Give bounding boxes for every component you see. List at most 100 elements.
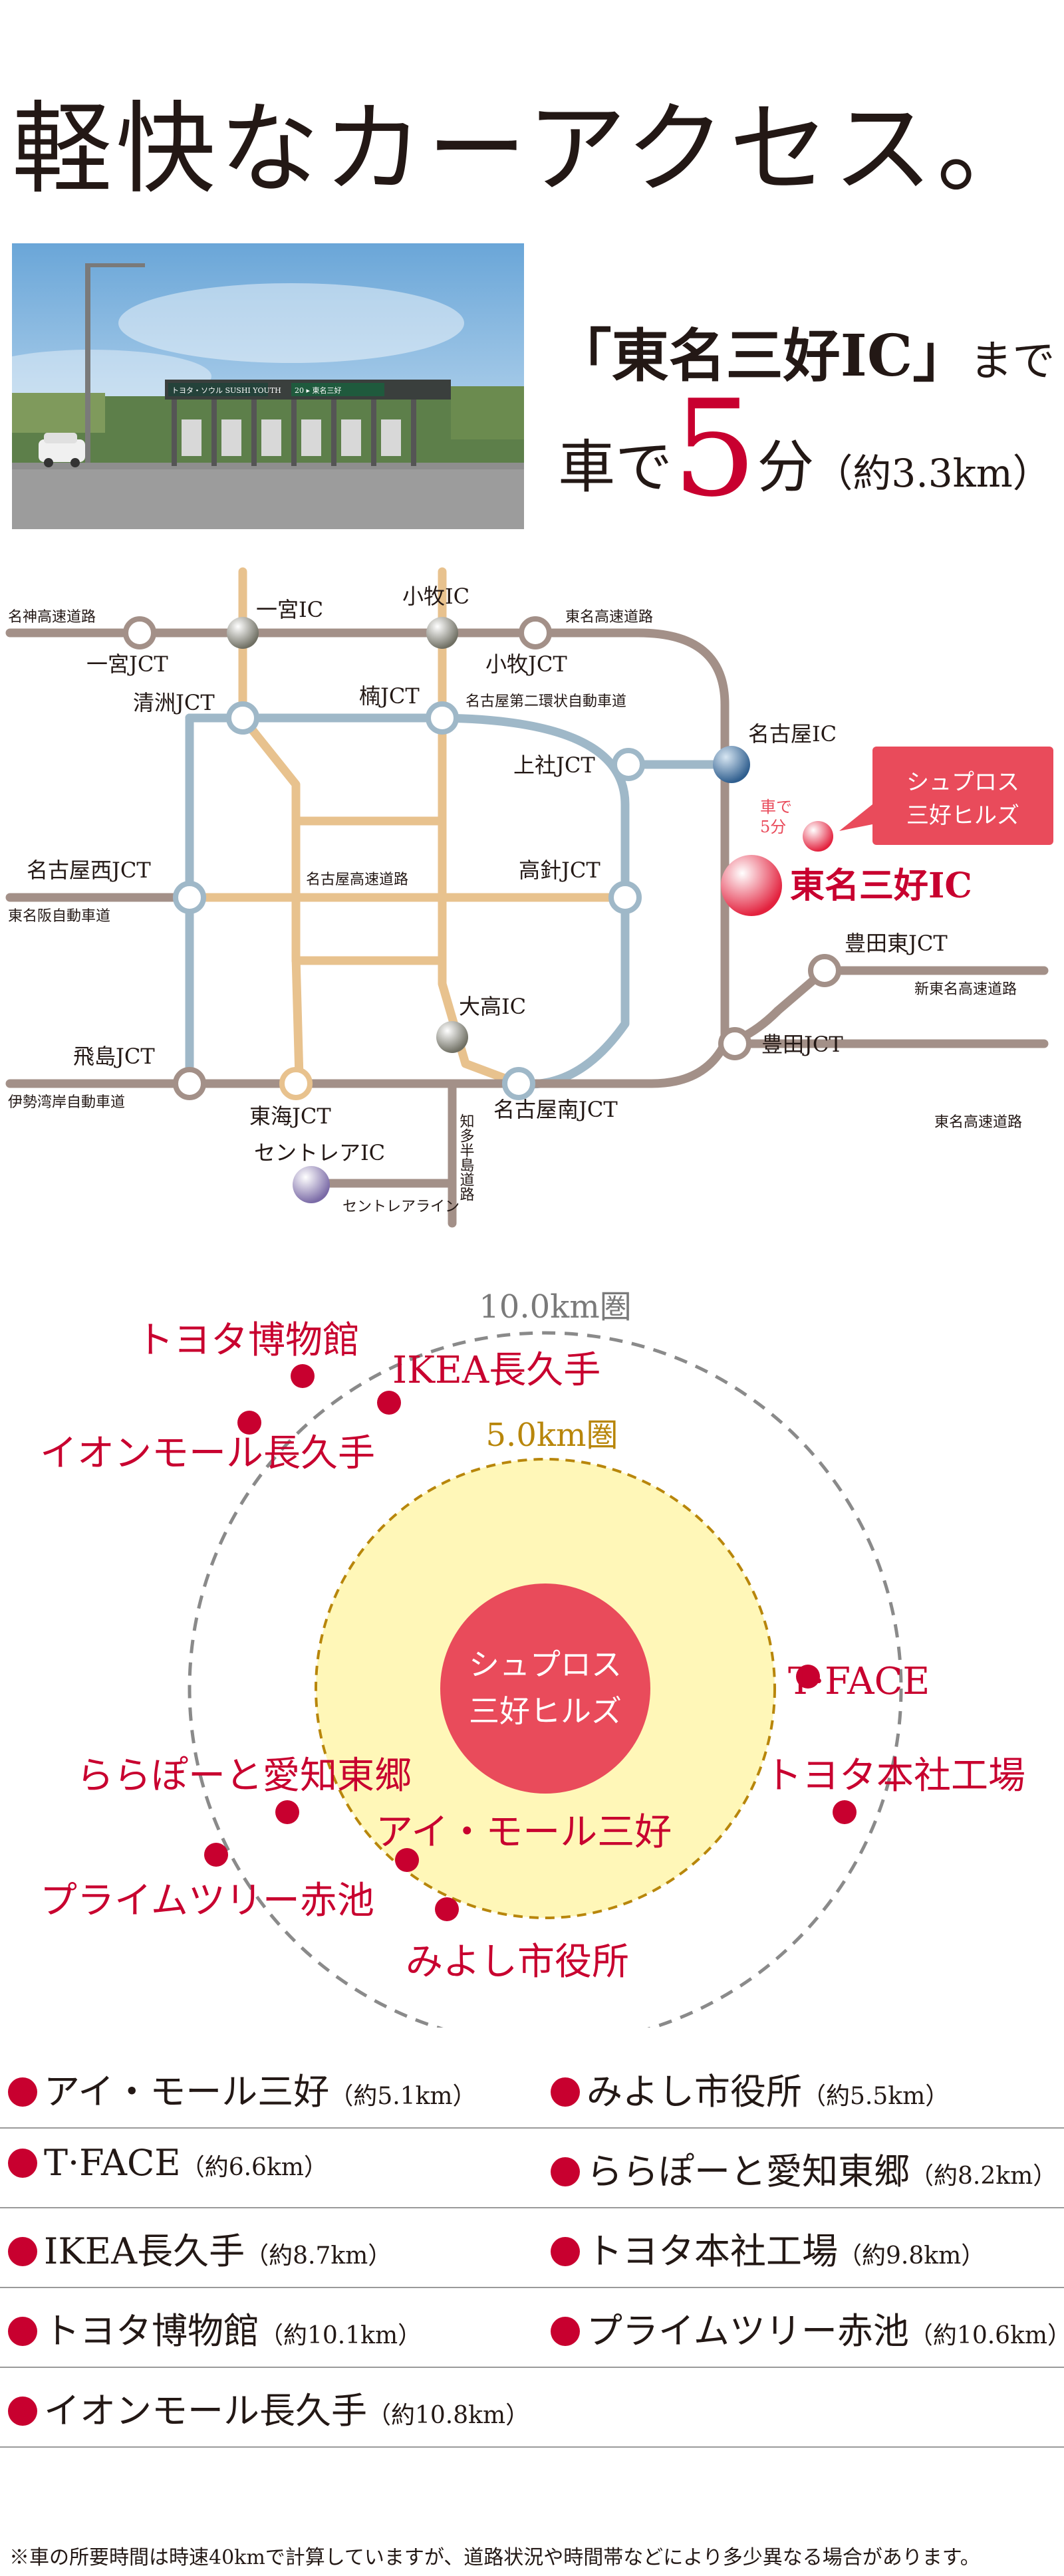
bullet-icon	[8, 2237, 37, 2266]
spot-imall	[395, 1848, 419, 1872]
label-tface: T·FACE	[788, 1660, 930, 1703]
bullet-icon	[8, 2077, 37, 2107]
facility-distance: （約10.6km）	[908, 2322, 1064, 2349]
facility-name: ららぽーと愛知東郷	[587, 2151, 910, 2192]
center-line-1: シュプロス	[469, 1647, 622, 1683]
list-row: アイ・モール三好（約5.1km） みよし市役所（約5.5km）	[0, 2048, 1064, 2129]
spot-toyota-museum	[291, 1364, 315, 1388]
label-centrair-ic: セントレアIC	[254, 1140, 385, 1165]
list-item: プライムツリー赤池（約10.6km）	[551, 2301, 1064, 2354]
nagoya-ic-icon	[713, 746, 750, 783]
facility-name: トヨタ博物館	[44, 2310, 259, 2352]
label-tomei-miyoshi-ic: 東名三好IC	[790, 866, 972, 906]
ic-access-info: 「東名三好IC」まで 車で5分（約3.3km）	[552, 309, 1057, 516]
label-tokai-jct: 東海JCT	[249, 1104, 331, 1129]
spot-prime-tree	[204, 1843, 228, 1867]
facility-name: イオンモール長久手	[44, 2390, 367, 2432]
label-five-min-small: 5分	[760, 818, 786, 836]
site-center	[440, 1583, 650, 1794]
facility-distance: （約6.6km）	[180, 2154, 328, 2181]
label-nagoya-west-jct: 名古屋西JCT	[27, 858, 151, 883]
label-meishin: 名神高速道路	[8, 609, 96, 626]
facility-name: プライムツリー赤池	[587, 2310, 909, 2352]
label-10km: 10.0km圏	[479, 1288, 631, 1326]
bullet-icon	[551, 2317, 580, 2346]
label-isewan: 伊勢湾岸自動車道	[8, 1094, 125, 1111]
facility-name: アイ・モール三好	[44, 2071, 330, 2113]
ic-made: まで	[970, 337, 1055, 386]
label-tomei-bottom: 東名高速道路	[934, 1114, 1022, 1131]
label-toyota-east-jct: 豊田東JCT	[845, 931, 948, 956]
label-komaki-jct: 小牧JCT	[485, 651, 567, 677]
list-item: トヨタ博物館（約10.1km）	[8, 2301, 422, 2354]
spot-lalaport	[275, 1800, 299, 1824]
label-tobishima-jct: 飛島JCT	[73, 1044, 155, 1069]
list-item: IKEA長久手（約8.7km）	[8, 2222, 392, 2274]
toll-gate-photo: トヨタ・ソウル SUSHI YOUTH 20 ▸ 東名三好	[12, 243, 524, 529]
tomei-miyoshi-ic-icon	[721, 855, 782, 916]
label-city-hall: みよし市役所	[406, 1940, 629, 1984]
bullet-icon	[551, 2157, 580, 2186]
label-kusunoki-jct: 楠JCT	[359, 683, 420, 709]
label-lalaport: ららぽーと愛知東郷	[76, 1754, 412, 1798]
label-komaki-ic: 小牧IC	[402, 584, 469, 609]
callout-line-2: 三好ヒルズ	[906, 802, 1019, 829]
label-nagoya-expressway: 名古屋高速道路	[306, 872, 408, 888]
list-item: ららぽーと愛知東郷（約8.2km）	[551, 2142, 1057, 2194]
label-toyota-jct: 豊田JCT	[761, 1032, 843, 1057]
facility-name: みよし市役所	[587, 2071, 802, 2113]
callout-line-1: シュプロス	[906, 769, 1019, 796]
bullet-icon	[551, 2237, 580, 2266]
list-item: T·FACE（約6.6km）	[8, 2142, 328, 2184]
ring-10km	[188, 1331, 903, 2028]
label-ring-road: 名古屋第二環状自動車道	[466, 693, 626, 710]
label-kamiyashiro-jct: 上社JCT	[513, 753, 595, 778]
list-item: みよし市役所（約5.5km）	[551, 2062, 949, 2115]
facility-distance: （約5.1km）	[329, 2083, 477, 2110]
photo-sign-2: 20 ▸ 東名三好	[295, 386, 342, 395]
facility-name: T·FACE	[44, 2142, 181, 2184]
site-marker-icon	[803, 821, 833, 852]
spot-tface	[796, 1665, 820, 1689]
list-item: イオンモール長久手（約10.8km）	[8, 2381, 529, 2434]
site-callout	[872, 747, 1053, 845]
label-5km: 5.0km圏	[486, 1417, 618, 1454]
facility-distance: （約5.5km）	[802, 2083, 950, 2110]
label-odaka-ic: 大高IC	[459, 994, 526, 1019]
spot-aeon	[237, 1411, 261, 1435]
bullet-icon	[551, 2077, 580, 2107]
list-row: T·FACE（約6.6km） ららぽーと愛知東郷（約8.2km）	[0, 2127, 1064, 2208]
list-row: IKEA長久手（約8.7km） トヨタ本社工場（約9.8km）	[0, 2207, 1064, 2288]
list-row: トヨタ博物館（約10.1km） プライムツリー赤池（約10.6km）	[0, 2287, 1064, 2368]
list-row: イオンモール長久手（約10.8km）	[0, 2367, 1064, 2448]
facility-distance: （約8.7km）	[245, 2242, 392, 2270]
center-line-2: 三好ヒルズ	[469, 1693, 622, 1729]
photo-sign-1: トヨタ・ソウル SUSHI YOUTH	[172, 386, 281, 395]
spot-ikea	[377, 1391, 401, 1415]
centrair-ic-icon	[293, 1166, 330, 1203]
facility-name: IKEA長久手	[44, 2230, 245, 2272]
facility-distance: （約9.8km）	[838, 2242, 986, 2270]
footnote: ※車の所要時間は時速40kmで計算していますが、道路状況や時間帯などにより多少異…	[9, 2546, 980, 2569]
label-kiyosu-jct: 清洲JCT	[133, 690, 215, 715]
label-takabari-jct: 高針JCT	[519, 858, 600, 883]
spot-toyota-plant	[833, 1800, 857, 1824]
ic-name: 「東名三好IC」	[554, 322, 970, 390]
bullet-icon	[8, 2397, 37, 2426]
label-tomei-top: 東名高速道路	[565, 609, 653, 626]
label-prime-tree: プライムツリー赤池	[40, 1879, 374, 1923]
label-nagoya-south-jct: 名古屋南JCT	[493, 1097, 618, 1122]
odaka-ic-icon	[436, 1021, 468, 1053]
bullet-icon	[8, 2149, 37, 2178]
label-aeon: イオンモール長久手	[40, 1432, 375, 1475]
list-item: トヨタ本社工場（約9.8km）	[551, 2222, 985, 2274]
label-shin-tomei: 新東名高速道路	[914, 981, 1017, 998]
list-item: アイ・モール三好（約5.1km）	[8, 2062, 477, 2115]
facility-distance: （約10.8km）	[367, 2402, 530, 2429]
label-chita: 知多半島道路	[458, 1113, 475, 1201]
spot-city-hall	[435, 1897, 459, 1921]
label-ichinomiya-ic: 一宮IC	[256, 597, 323, 622]
page-title: 軽快なカーアクセス。	[12, 92, 1041, 207]
distance-label: （約3.3km）	[814, 451, 1051, 496]
label-ichinomiya-jct: 一宮JCT	[86, 651, 168, 677]
